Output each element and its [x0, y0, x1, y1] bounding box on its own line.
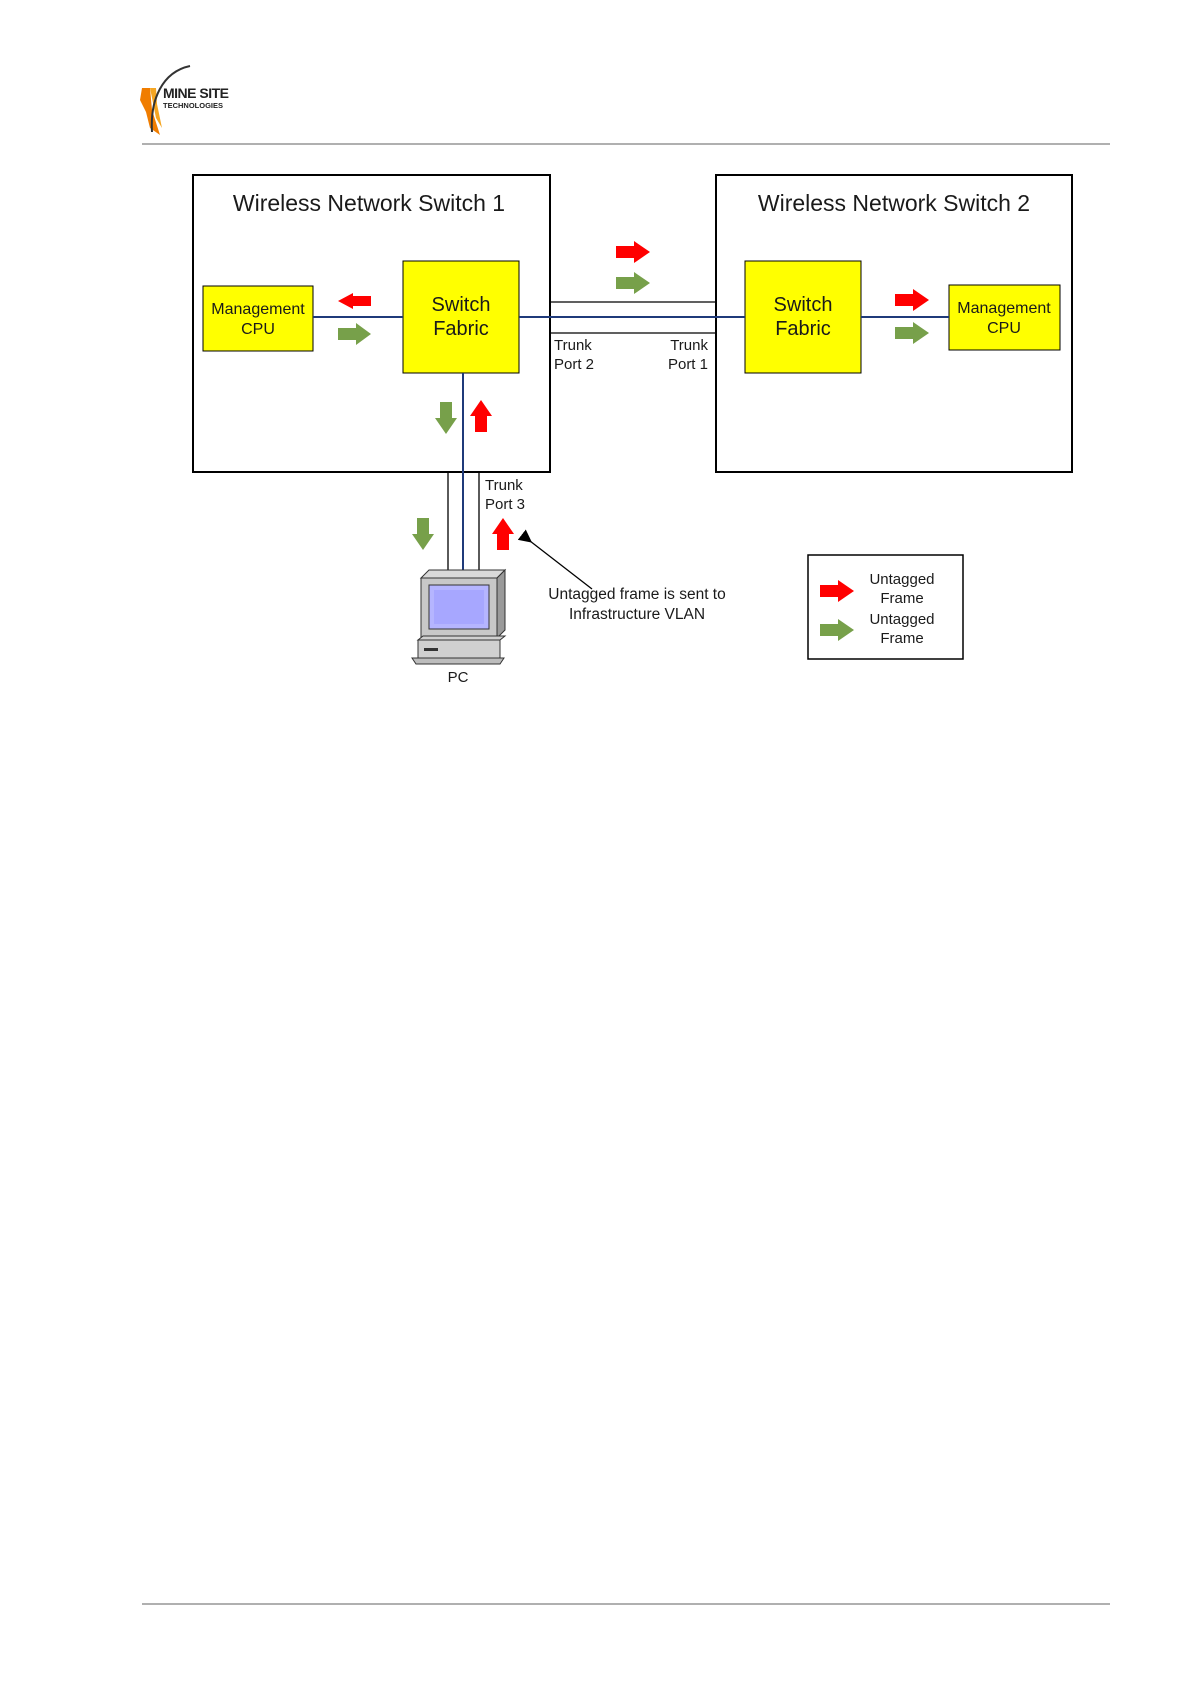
switch1-cpu-box [203, 286, 313, 351]
switch2-title: Wireless Network Switch 2 [758, 190, 1030, 216]
pc-label: PC [448, 669, 469, 686]
switch1-title: Wireless Network Switch 1 [233, 190, 505, 216]
trunk-link-1-2 [519, 241, 745, 333]
switch1-fabric-label-line1: Switch [432, 294, 491, 316]
switch1-fabric-label-line2: Fabric [433, 318, 489, 340]
port3-red-arrow-up [492, 518, 514, 550]
switch2-cpu-box [949, 285, 1060, 350]
switch2-fabric-label-line1: Switch [774, 294, 833, 316]
trunk-port2-label-line1: Trunk [554, 337, 592, 354]
switch2-fabric-label-line2: Fabric [775, 318, 831, 340]
company-logo: MINE SITE TECHNOLOGIES [140, 66, 229, 135]
logo-text-line2: TECHNOLOGIES [163, 101, 223, 110]
trunk-port1-label-line1: Trunk [670, 337, 708, 354]
legend-red-label-line2: Frame [880, 590, 923, 607]
trunk-port1-label-line2: Port 1 [668, 356, 708, 373]
legend-red-label-line1: Untagged [869, 571, 934, 588]
switch1-group: Wireless Network Switch 1 Management CPU… [193, 175, 550, 472]
switch1-fabric-box [403, 261, 519, 373]
annotation-pointer-arrow [530, 541, 592, 589]
trunk-port2-label-line2: Port 2 [554, 356, 594, 373]
legend: Untagged Frame Untagged Frame [808, 555, 963, 659]
switch2-fabric-box [745, 261, 861, 373]
trunk-red-arrow-right [616, 241, 650, 263]
switch2-group: Wireless Network Switch 2 Switch Fabric … [716, 175, 1072, 472]
switch2-cpu-label-line1: Management [957, 300, 1051, 317]
logo-text-line1: MINE SITE [163, 85, 229, 101]
port3-green-arrow-down [412, 518, 434, 550]
trunk-green-arrow-right [616, 272, 650, 294]
legend-green-label-line1: Untagged [869, 611, 934, 628]
trunk-port3-label-line1: Trunk [485, 477, 523, 494]
switch2-cpu-label-line2: CPU [987, 320, 1021, 337]
switch1-cpu-label-line2: CPU [241, 321, 275, 338]
pc-icon [412, 570, 505, 664]
switch1-cpu-label-line1: Management [211, 301, 305, 318]
legend-green-label-line2: Frame [880, 630, 923, 647]
trunk-port3-label-line2: Port 3 [485, 496, 525, 513]
annotation-text-line1: Untagged frame is sent to [548, 586, 726, 603]
annotation-text-line2: Infrastructure VLAN [569, 606, 705, 623]
